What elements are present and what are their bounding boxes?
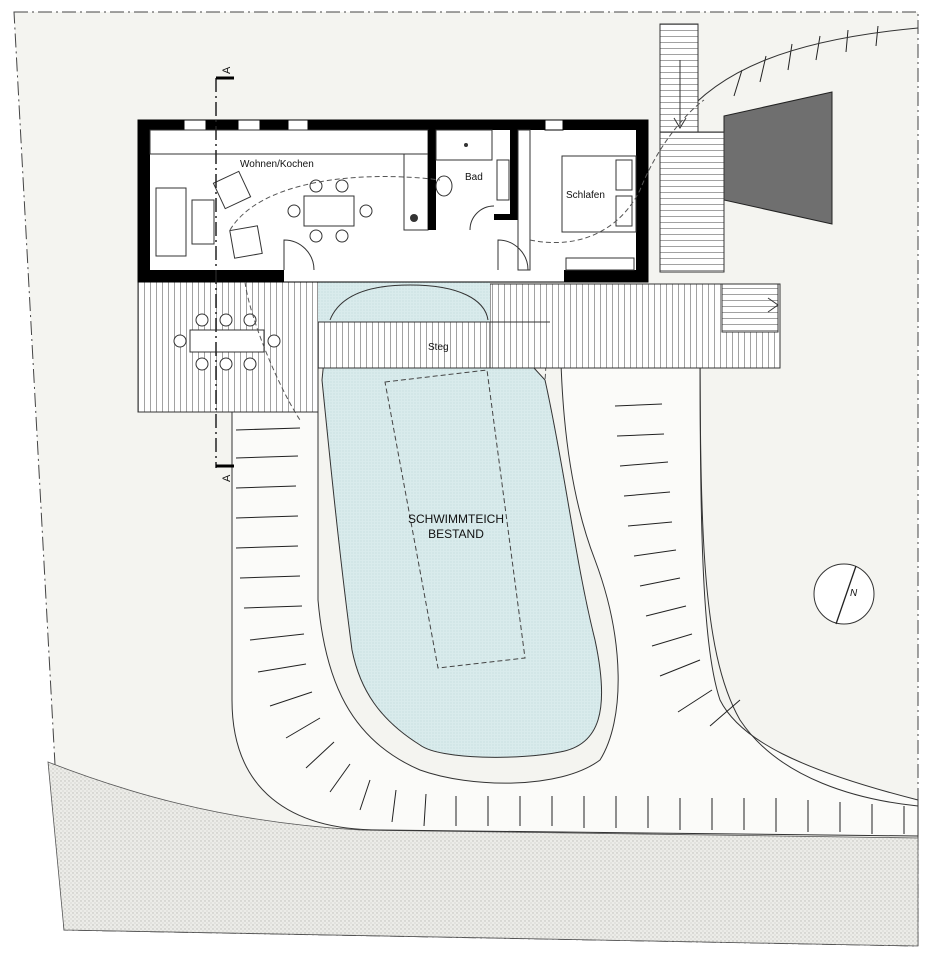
slope-hatching <box>235 25 905 834</box>
terrain-contour <box>699 289 919 807</box>
section-marker-bottom: A <box>221 474 233 482</box>
pond-label-line2: BESTAND <box>428 527 484 541</box>
lower-ground <box>47 761 919 947</box>
stairs-landing <box>659 131 725 273</box>
room-label-schlafen: Schlafen <box>566 190 605 201</box>
terrace-dining <box>173 313 281 371</box>
north-label: N <box>850 588 858 599</box>
room-label-bad: Bad <box>465 172 483 183</box>
section-marker-top: A <box>221 66 233 74</box>
pond-label-line1: SCHWIMMTEICH <box>408 512 504 526</box>
stairs-upper <box>659 23 699 133</box>
pond-swim-zone <box>384 369 526 669</box>
north-arrow <box>813 563 875 625</box>
stairs-walkway <box>721 283 779 333</box>
house <box>137 119 649 283</box>
room-label-wohnen: Wohnen/Kochen <box>240 159 314 170</box>
room-label-steg: Steg <box>428 342 449 353</box>
